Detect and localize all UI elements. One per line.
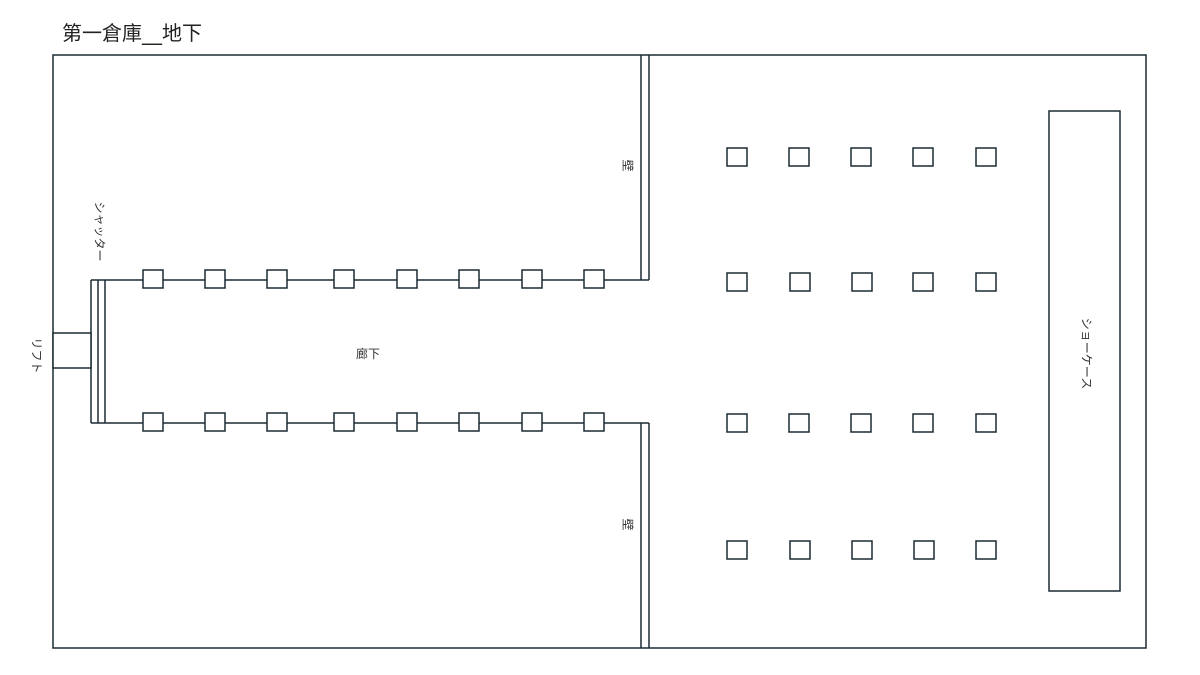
grid-square — [913, 540, 935, 560]
corridor-square — [266, 269, 288, 289]
room-grid-row-2 — [726, 272, 997, 292]
corridor-square — [396, 269, 418, 289]
corridor-square — [458, 412, 480, 432]
grid-square — [788, 413, 810, 433]
corridor-square — [204, 269, 226, 289]
room-grid-row-1 — [726, 147, 997, 167]
wall-label-upper: 壁 — [620, 159, 635, 172]
showcase-label: ショーケース — [1079, 317, 1094, 390]
corridor-square — [521, 412, 543, 432]
grid-square — [850, 147, 872, 167]
corridor-square — [204, 412, 226, 432]
grid-square — [975, 540, 997, 560]
grid-square — [789, 540, 811, 560]
corridor-square — [583, 269, 605, 289]
corridor-square — [266, 412, 288, 432]
grid-square — [726, 540, 748, 560]
shutter — [90, 279, 106, 424]
grid-square — [975, 413, 997, 433]
corridor-square — [583, 412, 605, 432]
corridor-label: 廊下 — [356, 347, 381, 361]
grid-square — [851, 272, 873, 292]
lift — [52, 332, 92, 369]
corridor-lower-squares — [142, 412, 605, 432]
wall-label-lower: 壁 — [620, 518, 635, 531]
grid-square — [975, 147, 997, 167]
grid-square — [789, 272, 811, 292]
grid-square — [912, 272, 934, 292]
grid-square — [726, 413, 748, 433]
corridor-square — [396, 412, 418, 432]
corridor-square — [521, 269, 543, 289]
grid-square — [850, 413, 872, 433]
grid-square — [726, 147, 748, 167]
corridor-square — [458, 269, 480, 289]
corridor-square — [333, 412, 355, 432]
corridor-upper-squares — [142, 269, 605, 289]
grid-square — [726, 272, 748, 292]
corridor-square — [142, 269, 164, 289]
grid-square — [851, 540, 873, 560]
shutter-label: シャッター — [92, 201, 107, 262]
showcase — [1048, 110, 1121, 592]
lift-label: リフト — [29, 337, 44, 374]
grid-square — [975, 272, 997, 292]
grid-square — [912, 147, 934, 167]
corridor-square — [333, 269, 355, 289]
grid-square — [912, 413, 934, 433]
grid-square — [788, 147, 810, 167]
page-title: 第一倉庫__地下 — [62, 21, 202, 45]
room-grid-row-4 — [726, 540, 997, 560]
corridor-square — [142, 412, 164, 432]
room-grid-row-3 — [726, 413, 997, 433]
